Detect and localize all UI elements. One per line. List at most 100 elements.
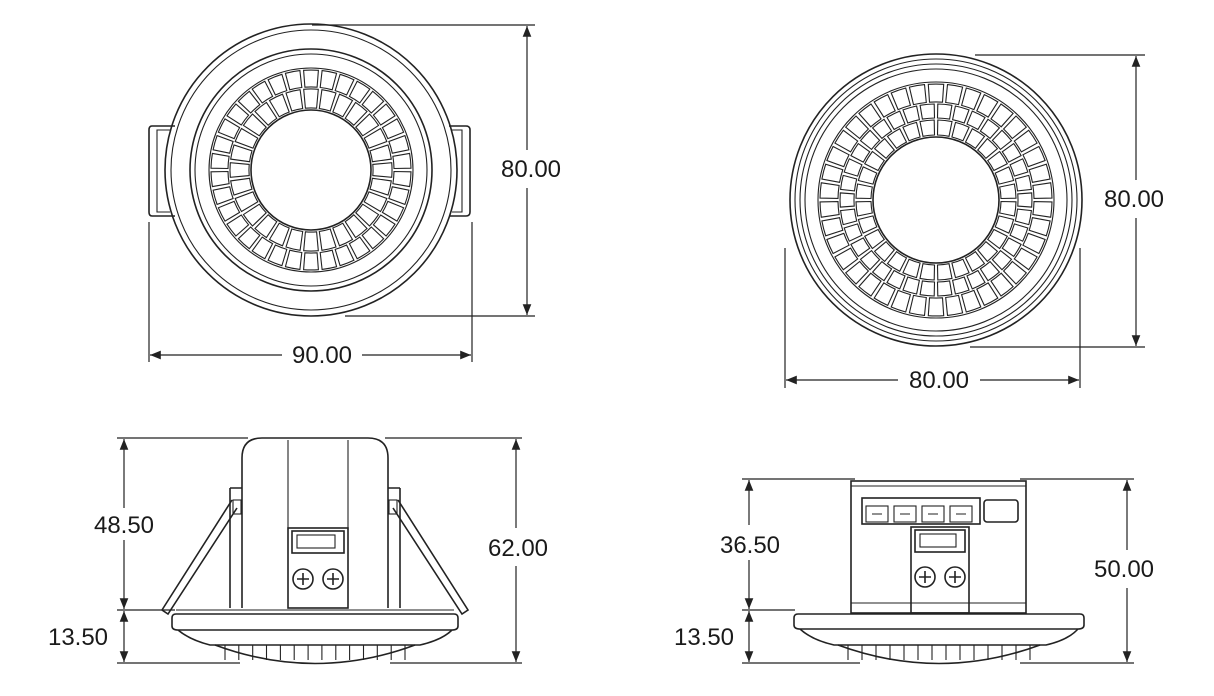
lens-segment (951, 105, 970, 124)
lens-segment (927, 83, 945, 103)
lens-segment (230, 144, 253, 163)
dome-outline (214, 644, 416, 665)
lens-segment (388, 134, 410, 154)
lens-segment (951, 258, 970, 279)
lens-segment (819, 201, 840, 218)
lens-segment (369, 144, 392, 163)
flush-height-label: 80.00 (501, 156, 561, 183)
lens-segment (318, 228, 337, 251)
lens-segment (372, 214, 396, 237)
lens-center (250, 109, 372, 231)
lens-segment (999, 183, 1017, 200)
lens-segment (843, 223, 863, 242)
lens-segment (873, 137, 896, 160)
flush-side-view (160, 437, 470, 665)
surface-total-height-label: 50.00 (1094, 556, 1154, 583)
lens-center (872, 136, 1000, 264)
lens-segment (332, 93, 354, 118)
lens-segment (285, 89, 304, 112)
lens-segment (392, 170, 412, 188)
outer-flange (164, 23, 458, 317)
lens-segment (834, 129, 859, 153)
lens-segment (1032, 201, 1053, 218)
lens-segment (919, 119, 936, 137)
lens-segment (210, 152, 230, 170)
lens-segment (1002, 115, 1028, 140)
lens-segment (843, 158, 863, 177)
lens-segment (217, 118, 241, 140)
lens-segment (285, 228, 304, 251)
flush-side-dimensions: 48.50 13.50 62.00 (48, 437, 548, 664)
lens-segment (839, 174, 858, 192)
left-spring (160, 499, 238, 616)
lens-segment (1009, 223, 1029, 242)
lens-segment (964, 127, 986, 150)
lens-segment (318, 89, 337, 112)
flush-width-label: 90.00 (292, 342, 352, 369)
lens-segment (826, 232, 850, 255)
lens-segment (873, 282, 896, 307)
lens-segment (902, 276, 921, 295)
flush-flange (171, 613, 459, 631)
screw-left (292, 568, 314, 590)
lens-segment (344, 214, 368, 239)
lens-segment (857, 166, 878, 185)
lens-segment (1017, 192, 1033, 208)
lens-segment (355, 203, 380, 227)
lens-dome (837, 644, 1041, 665)
lens-segment (381, 118, 405, 140)
surface-height-label: 80.00 (1104, 186, 1164, 213)
flush-top-view (148, 23, 471, 317)
surface-flange (793, 613, 1085, 630)
lens-segment (348, 80, 371, 104)
surface-top-dimensions: 80.00 80.00 (784, 54, 1164, 394)
lens-segment (839, 208, 858, 226)
lens-segment (251, 80, 274, 104)
lens-segment (999, 200, 1017, 217)
lens-segment (268, 93, 290, 118)
lens-segment (212, 134, 234, 154)
lens-segment (976, 93, 999, 118)
lens-segment (976, 137, 999, 160)
lens-segment (267, 73, 288, 96)
lens-segment (979, 118, 1001, 140)
lens-segment (226, 103, 250, 126)
lens-segment (960, 289, 982, 313)
surface-top-view (789, 53, 1083, 347)
surface-side-dimensions: 36.50 13.50 50.00 (674, 478, 1154, 664)
lens-segment (871, 118, 893, 140)
lens-segment (902, 121, 921, 142)
lens-segment (855, 200, 873, 217)
lens-segment (855, 183, 873, 200)
lens-segment (919, 263, 936, 281)
lens-segment (369, 177, 392, 196)
lens-segment (361, 90, 385, 114)
lens-segment (284, 69, 303, 91)
lens-segment (936, 103, 953, 120)
lens-segment (319, 69, 338, 91)
lens-segment (863, 150, 886, 172)
flush-lens-height-label: 13.50 (48, 624, 108, 651)
lens-segment (908, 294, 927, 317)
flush-body-height-label: 48.50 (94, 512, 154, 539)
lens-segment (237, 226, 261, 250)
screw-right (944, 566, 966, 588)
lens-segment (361, 226, 385, 250)
lens-segment (844, 260, 870, 285)
housing-top (241, 437, 389, 530)
lens-segment (1022, 232, 1046, 255)
lens-segment (1001, 142, 1022, 163)
lens-segment (858, 103, 882, 128)
flush-top-dimensions: 90.00 80.00 (148, 24, 561, 369)
lens-segment (945, 83, 964, 106)
surface-side-view (793, 480, 1085, 665)
terminal-block (287, 527, 349, 609)
lens-segment (388, 186, 410, 206)
lens-segment (363, 127, 388, 149)
lens-segment (994, 166, 1015, 185)
lens-segment (859, 249, 881, 271)
dome-outline (837, 644, 1041, 665)
lens-cells (210, 69, 412, 271)
lens-segment (991, 249, 1013, 271)
screw-left (914, 566, 936, 588)
